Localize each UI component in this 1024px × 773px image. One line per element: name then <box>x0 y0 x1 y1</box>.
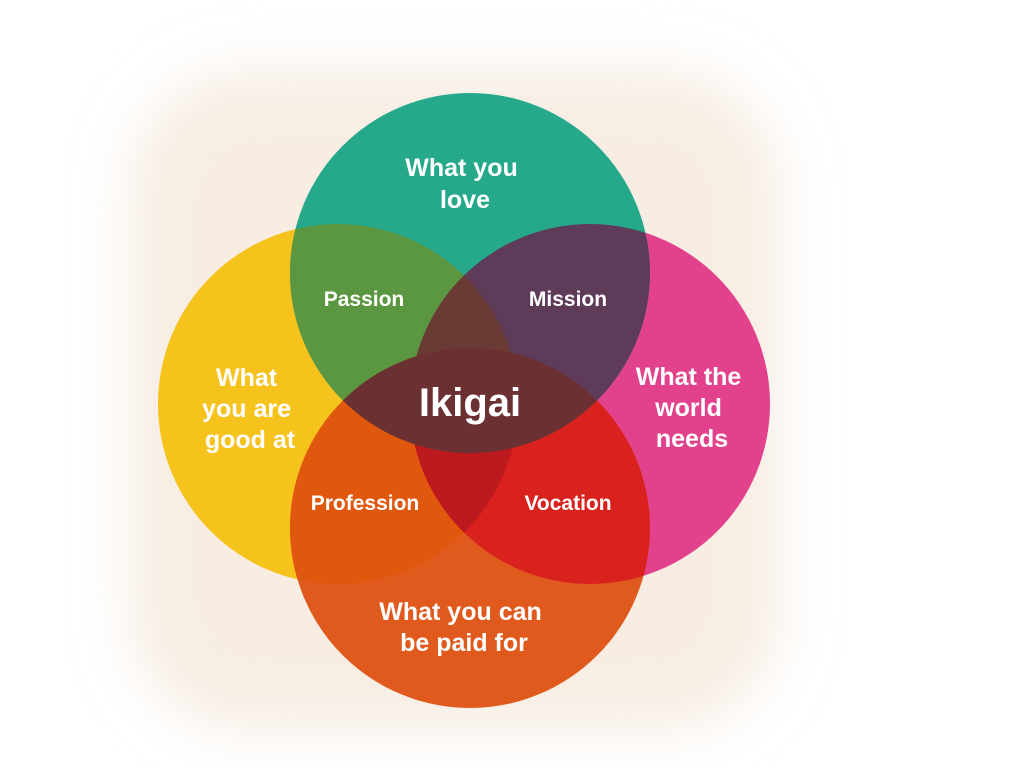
label-ikigai: Ikigai <box>419 381 521 425</box>
label-what-the-world-needs: What the world needs <box>636 363 749 453</box>
label-what-you-love: What you love <box>405 154 524 214</box>
label-mission: Mission <box>529 288 607 311</box>
label-vocation: Vocation <box>524 492 611 515</box>
overlap-ikigai-center-region-2 <box>410 348 650 453</box>
label-what-you-can-be-paid-for: What you can be paid for <box>379 598 548 657</box>
label-passion: Passion <box>324 288 405 311</box>
label-profession: Profession <box>311 492 420 515</box>
label-what-you-are-good-at: What you are good at <box>202 364 298 454</box>
